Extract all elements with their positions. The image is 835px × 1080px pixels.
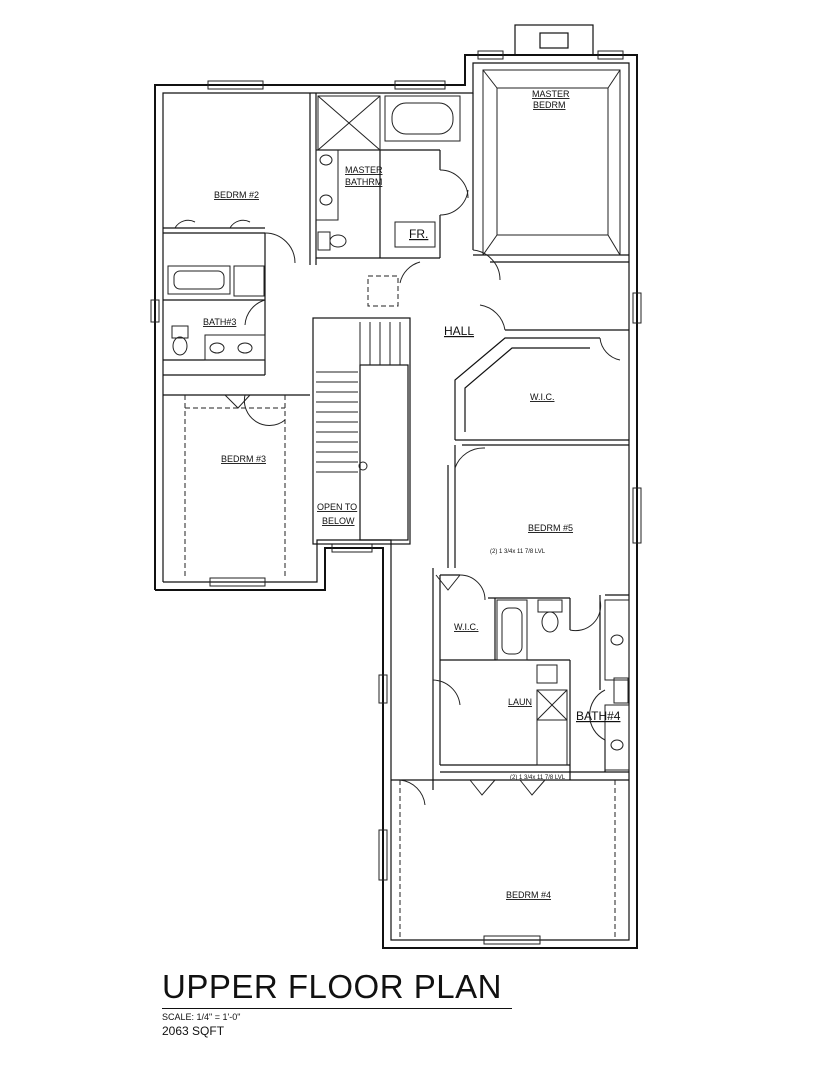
label-bedrm5: BEDRM #5 — [528, 523, 573, 533]
chimney — [514, 24, 594, 56]
label-open-to-below-2: BELOW — [322, 516, 355, 526]
fixtures — [167, 95, 630, 771]
closet-lines — [184, 395, 616, 940]
label-fr: FR. — [409, 227, 428, 241]
label-master-bathrm-2: BATHRM — [345, 177, 382, 187]
shower — [317, 95, 381, 151]
label-wic-lower: W.I.C. — [454, 622, 479, 632]
label-hall: HALL — [444, 324, 474, 338]
label-open-to-below-1: OPEN TO — [317, 502, 357, 512]
stair-treads — [316, 322, 401, 473]
note-beam-bedrm5: (2) 1 3/4x 11 7/8 LVL — [490, 549, 546, 555]
windows — [150, 50, 642, 945]
bath3-tub — [167, 265, 231, 295]
label-bath3: BATH#3 — [203, 317, 236, 327]
label-wic-upper: W.I.C. — [530, 392, 555, 402]
plan-scale: SCALE: 1/4" = 1'-0" — [162, 1012, 241, 1022]
door-swings — [174, 169, 621, 806]
attic-access — [367, 275, 399, 307]
room-labels: MASTER BEDRM MASTER BATHRM BEDRM #2 BATH… — [203, 89, 621, 900]
tray-ceiling — [482, 69, 621, 256]
label-master-bedrm-1: MASTER — [532, 89, 570, 99]
label-bath4: BATH#4 — [576, 709, 621, 723]
label-bedrm4: BEDRM #4 — [506, 890, 551, 900]
label-laun: LAUN — [508, 697, 532, 707]
title-block: UPPER FLOOR PLAN SCALE: 1/4" = 1'-0" 206… — [162, 968, 522, 1038]
exterior-walls — [154, 24, 638, 949]
plan-area: 2063 SQFT — [162, 1024, 225, 1038]
label-master-bedrm-2: BEDRM — [533, 100, 566, 110]
master-tub — [384, 95, 461, 142]
title-underline — [162, 1008, 512, 1009]
note-beam-bedrm4: (2) 1 3/4x 11 7/8 LVL — [510, 775, 566, 781]
bath4-tub — [496, 599, 528, 661]
washer — [536, 664, 558, 684]
plan-title: UPPER FLOOR PLAN — [162, 968, 502, 1005]
label-master-bathrm-1: MASTER — [345, 165, 383, 175]
refrigerator — [394, 221, 436, 248]
label-bedrm2: BEDRM #2 — [214, 190, 259, 200]
label-bedrm3: BEDRM #3 — [221, 454, 266, 464]
